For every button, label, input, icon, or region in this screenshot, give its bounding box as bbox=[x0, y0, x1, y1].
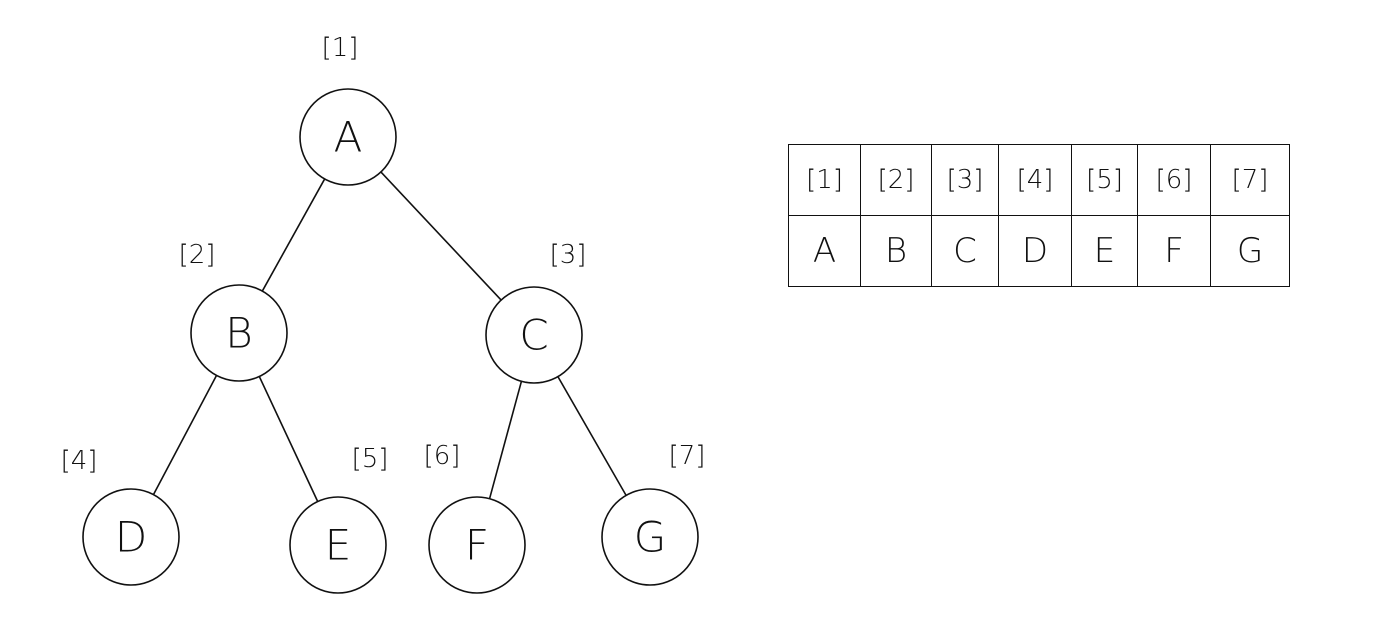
node-label: B bbox=[225, 309, 253, 358]
node-index-label: [2] bbox=[179, 240, 216, 270]
array-index-cell: [5] bbox=[1071, 144, 1138, 216]
array-value-cell: D bbox=[998, 215, 1072, 287]
tree-edge-c-f bbox=[488, 381, 523, 499]
array-index-cell: [6] bbox=[1137, 144, 1211, 216]
node-circle bbox=[289, 496, 387, 594]
tree-edge-b-e bbox=[258, 376, 319, 502]
tree-edge-a-c bbox=[380, 171, 502, 301]
node-index-label: [6] bbox=[424, 441, 461, 471]
node-circle bbox=[299, 88, 397, 186]
array-value-cell: G bbox=[1210, 215, 1290, 287]
array-index-cell: [7] bbox=[1210, 144, 1290, 216]
tree-node-a: A bbox=[299, 88, 397, 186]
node-label: F bbox=[465, 521, 489, 570]
array-value-cell: F bbox=[1137, 215, 1211, 287]
node-label: D bbox=[115, 513, 147, 562]
tree-node-d: D bbox=[82, 488, 180, 586]
array-index-cell: [2] bbox=[860, 144, 932, 216]
node-index-label: [5] bbox=[352, 444, 389, 474]
node-circle bbox=[485, 286, 583, 384]
array-representation-table: [1] [2] [3] [4] [5] [6] [7] A B C D E F … bbox=[788, 144, 1290, 287]
array-value-cell: A bbox=[788, 215, 861, 287]
array-index-cell: [4] bbox=[998, 144, 1072, 216]
node-label: E bbox=[325, 521, 352, 570]
binary-tree-diagram: A B C D E F G [1] [2] [3] [4] [5] [6] [7] bbox=[61, 33, 706, 594]
node-circle bbox=[190, 284, 288, 382]
array-index-cell: [3] bbox=[931, 144, 999, 216]
array-value-cell: B bbox=[860, 215, 932, 287]
node-circle bbox=[601, 488, 699, 586]
node-circle bbox=[82, 488, 180, 586]
tree-node-c: C bbox=[485, 286, 583, 384]
node-index-label: [3] bbox=[550, 240, 587, 270]
node-index-label: [7] bbox=[669, 441, 706, 471]
tree-node-e: E bbox=[289, 496, 387, 594]
array-value-cell: C bbox=[931, 215, 999, 287]
tree-edge-b-d bbox=[152, 375, 218, 495]
node-circle bbox=[428, 496, 526, 594]
node-label: A bbox=[334, 113, 363, 162]
tree-edge-c-g bbox=[557, 376, 627, 496]
tree-index-labels: [1] [2] [3] [4] [5] [6] [7] bbox=[61, 33, 706, 476]
tree-node-g: G bbox=[601, 488, 699, 586]
node-index-label: [4] bbox=[61, 446, 98, 476]
node-label: G bbox=[634, 513, 667, 562]
tree-node-b: B bbox=[190, 284, 288, 382]
array-value-cell: E bbox=[1071, 215, 1138, 287]
array-index-row: [1] [2] [3] [4] [5] [6] [7] bbox=[788, 144, 1290, 216]
array-value-row: A B C D E F G bbox=[788, 215, 1290, 287]
array-index-cell: [1] bbox=[788, 144, 861, 216]
node-label: C bbox=[519, 311, 548, 360]
tree-node-f: F bbox=[428, 496, 526, 594]
node-index-label: [1] bbox=[322, 33, 359, 63]
tree-edges bbox=[152, 171, 627, 502]
tree-edge-a-b bbox=[261, 178, 326, 292]
tree-nodes: A B C D E F G bbox=[82, 88, 699, 594]
